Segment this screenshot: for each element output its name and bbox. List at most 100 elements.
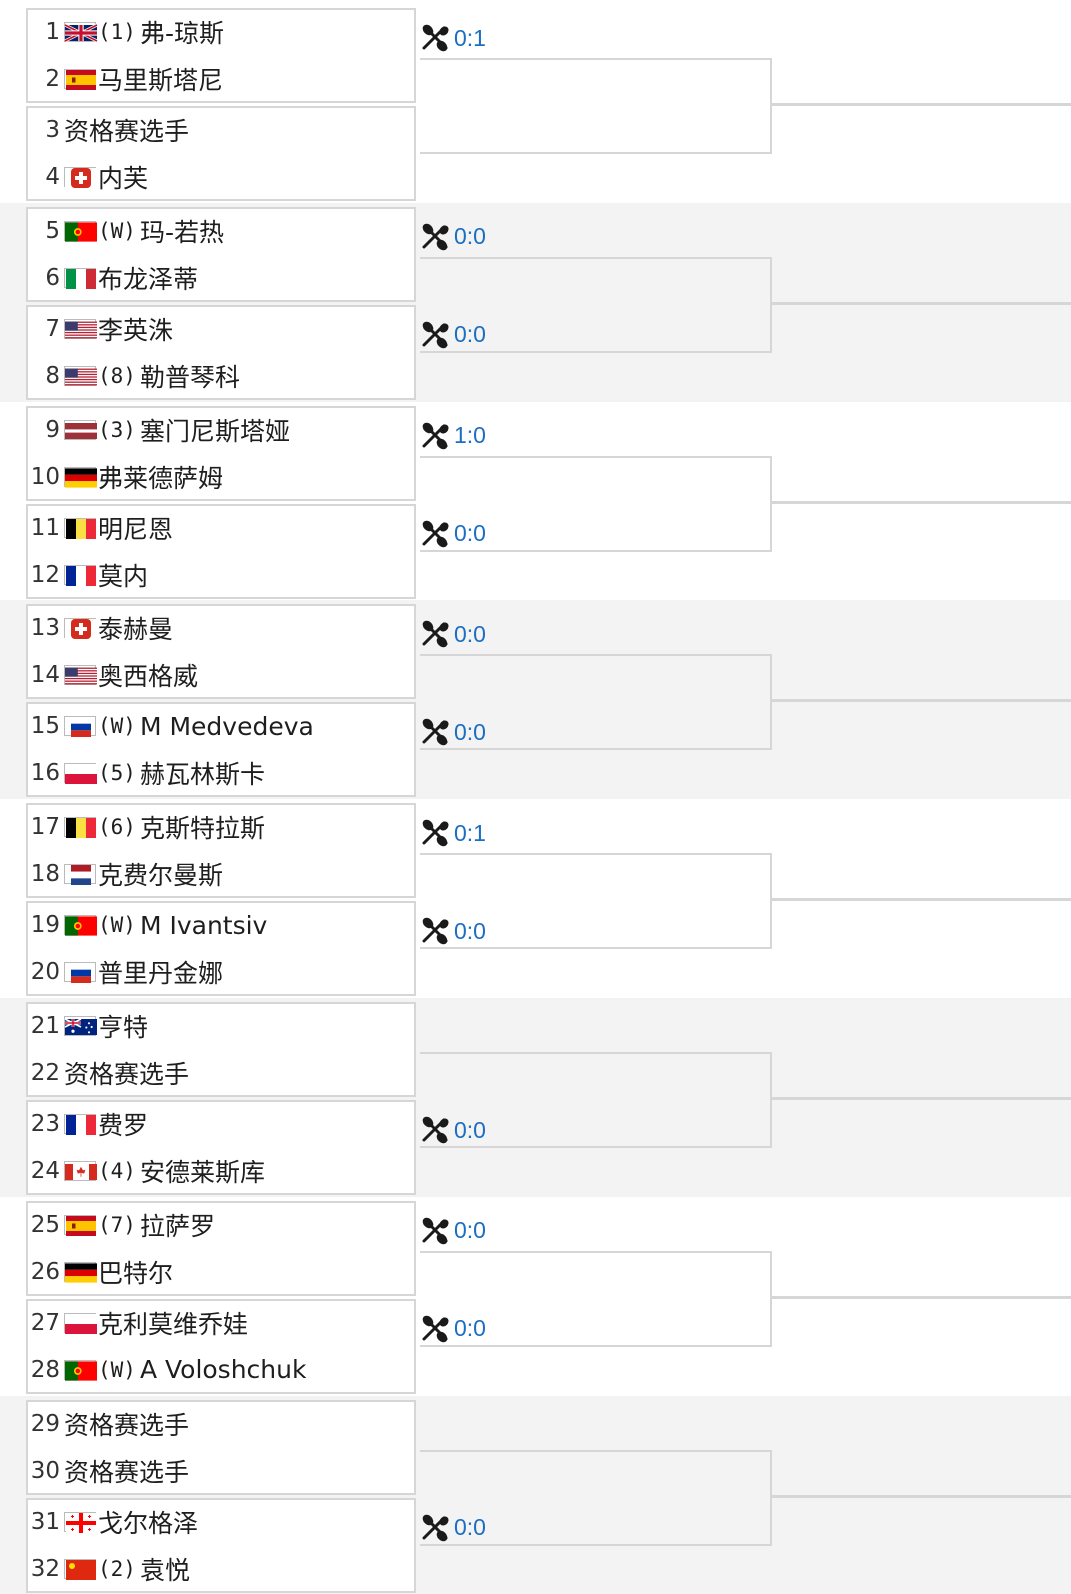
player-name[interactable]: 明尼恩 [98, 514, 174, 544]
player-name[interactable]: 资格赛选手 [64, 1410, 190, 1440]
head-to-head[interactable]: 0:0 [420, 1113, 486, 1147]
player-name[interactable]: 赫瓦林斯卡 [139, 760, 265, 790]
player-name[interactable]: 袁悦 [139, 1555, 190, 1585]
player-name[interactable]: 泰赫曼 [98, 615, 174, 645]
player-row[interactable]: 17(6)克斯特拉斯 [26, 804, 265, 850]
head-to-head[interactable]: 0:0 [420, 318, 486, 352]
player-name[interactable]: 奥西格威 [98, 662, 199, 692]
player-name[interactable]: 莫内 [98, 561, 149, 591]
player-row[interactable]: 16(5)赫瓦林斯卡 [26, 750, 265, 796]
player-name[interactable]: M Medvedeva [139, 711, 314, 741]
player-name[interactable]: 资格赛选手 [64, 1060, 190, 1089]
head-to-head[interactable]: 0:1 [420, 21, 486, 55]
player-name[interactable]: 勒普琴科 [139, 362, 240, 392]
head-to-head[interactable]: 0:0 [420, 914, 486, 948]
h2h-score[interactable]: 0:0 [454, 718, 486, 745]
player-row[interactable]: 11 明尼恩 [26, 505, 173, 551]
player-name[interactable]: 玛-若热 [139, 217, 224, 247]
flag-be-icon [64, 517, 96, 539]
player-name[interactable]: 内芙 [98, 164, 149, 193]
player-name[interactable]: 李英洙 [98, 315, 174, 345]
flag-ca-icon [64, 1161, 97, 1181]
player-name[interactable]: 普里丹金娜 [98, 959, 224, 989]
head-to-head[interactable]: 0:0 [420, 220, 486, 254]
head-to-head[interactable]: 0:0 [420, 1214, 486, 1248]
head-to-head[interactable]: 0:0 [420, 715, 486, 749]
player-name[interactable]: 安德莱斯库 [139, 1158, 265, 1187]
crossed-rackets-icon [420, 620, 454, 648]
head-to-head[interactable]: 0:0 [420, 1312, 486, 1346]
player-name[interactable]: 资格赛选手 [64, 1457, 190, 1487]
h2h-score[interactable]: 0:0 [454, 1514, 486, 1541]
player-name[interactable]: 克费尔曼斯 [98, 861, 224, 891]
player-name[interactable]: 布龙泽蒂 [98, 264, 199, 294]
h2h-score[interactable]: 0:0 [454, 1217, 486, 1244]
head-to-head[interactable]: 0:1 [420, 816, 486, 850]
player-name[interactable]: 马里斯塔尼 [98, 66, 224, 95]
player-row[interactable]: 28(W)A Voloshchuk [26, 1347, 307, 1393]
bracket-connector [420, 455, 772, 552]
h2h-score[interactable]: 0:1 [454, 24, 486, 51]
player-name[interactable]: 亨特 [98, 1013, 149, 1042]
draw-position: 17 [30, 814, 60, 841]
h2h-score[interactable]: 0:0 [454, 1315, 486, 1342]
player-name[interactable]: 巴特尔 [98, 1258, 174, 1288]
player-row[interactable]: 1(1)弗-琼斯 [26, 9, 224, 55]
draw-position: 11 [30, 514, 60, 541]
h2h-score[interactable]: 0:0 [454, 917, 486, 944]
player-row[interactable]: 5(W)玛-若热 [26, 208, 224, 254]
head-to-head[interactable]: 0:0 [420, 617, 486, 651]
head-to-head[interactable]: 1:0 [420, 419, 486, 453]
player-name[interactable]: 费罗 [98, 1111, 149, 1140]
player-name[interactable]: 弗-琼斯 [139, 19, 224, 48]
player-name[interactable]: 弗莱德萨姆 [98, 463, 224, 493]
player-name[interactable]: A Voloshchuk [139, 1355, 307, 1385]
h2h-score[interactable]: 0:0 [454, 1116, 486, 1143]
player-row[interactable]: 25(7)拉萨罗 [26, 1202, 215, 1248]
player-name[interactable]: 克斯特拉斯 [139, 814, 265, 844]
player-name[interactable]: 拉萨罗 [139, 1211, 215, 1241]
seed-label: (7) [98, 1212, 136, 1237]
head-to-head[interactable]: 0:0 [420, 517, 486, 551]
h2h-score[interactable]: 0:0 [454, 321, 486, 348]
seed-label: (4) [98, 1159, 136, 1183]
player-row[interactable]: 32(2)袁悦 [26, 1546, 190, 1592]
h2h-score[interactable]: 0:1 [454, 819, 486, 846]
h2h-score[interactable]: 0:0 [454, 223, 486, 250]
player-row[interactable]: 8(8)勒普琴科 [26, 353, 240, 399]
head-to-head[interactable]: 0:0 [420, 1511, 486, 1545]
player-row[interactable]: 24(4)安德莱斯库 [26, 1148, 265, 1194]
player-row[interactable]: 9(3)塞门尼斯塔娅 [26, 407, 290, 453]
player-name[interactable]: 资格赛选手 [64, 117, 190, 146]
player-row[interactable]: 19(W)M Ivantsiv [26, 902, 268, 948]
player-name[interactable]: 克利莫维乔娃 [98, 1309, 249, 1339]
h2h-score[interactable]: 0:0 [454, 620, 486, 647]
player-row[interactable]: 15(W)M Medvedeva [26, 703, 314, 749]
player-name[interactable]: 塞门尼斯塔娅 [139, 416, 290, 446]
h2h-score[interactable]: 0:0 [454, 520, 486, 547]
draw-position: 19 [30, 912, 60, 939]
player-name[interactable]: 戈尔格泽 [98, 1508, 199, 1538]
player-name[interactable]: M Ivantsiv [139, 910, 268, 940]
h2h-score[interactable]: 1:0 [454, 422, 486, 449]
